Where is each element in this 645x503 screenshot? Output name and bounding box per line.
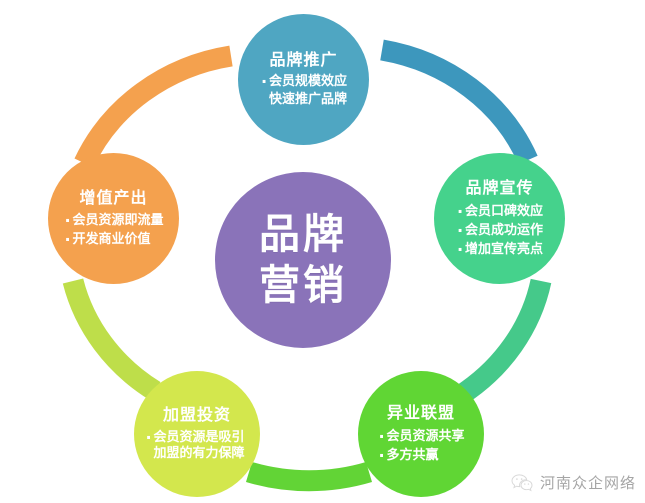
watermark: 河南众企网络 bbox=[511, 472, 636, 493]
center-node-brand-marketing[interactable]: 品牌 营销 bbox=[215, 172, 391, 348]
node-value-added-output-title: 增值产出 bbox=[79, 187, 148, 207]
arc-teal bbox=[455, 278, 552, 404]
node-cross-industry-alliance-title: 异业联盟 bbox=[386, 403, 455, 423]
node-brand-publicity-item-1: 会员成功运作 bbox=[456, 222, 543, 239]
node-cross-industry-alliance-item-0: 会员资源共享 bbox=[377, 428, 464, 445]
node-cross-industry-alliance-items: 会员资源共享 多方共赢 bbox=[377, 428, 464, 464]
node-brand-publicity-item-2: 增加宣传亮点 bbox=[456, 241, 543, 258]
node-brand-promotion-item-1: 快速推广品牌 bbox=[268, 92, 347, 108]
node-value-added-output[interactable]: 增值产出 会员资源即流量 开发商业价值 bbox=[48, 153, 179, 284]
node-cross-industry-alliance-item-1: 多方共赢 bbox=[377, 447, 438, 464]
arc-yellow bbox=[62, 278, 161, 400]
node-brand-publicity-item-0: 会员口碑效应 bbox=[456, 203, 543, 220]
center-label-line-1: 品牌 bbox=[259, 209, 347, 258]
center-label-line-2: 营销 bbox=[259, 260, 347, 309]
node-franchise-investment-title: 加盟投资 bbox=[162, 405, 231, 425]
arc-cyan bbox=[380, 39, 538, 165]
node-brand-promotion-title: 品牌推广 bbox=[269, 49, 338, 69]
watermark-text: 河南众企网络 bbox=[539, 474, 636, 492]
node-value-added-output-items: 会员资源即流量 开发商业价值 bbox=[63, 212, 163, 248]
node-brand-promotion[interactable]: 品牌推广 会员规模效应 快速推广品牌 bbox=[238, 14, 369, 145]
node-brand-publicity[interactable]: 品牌宣传 会员口碑效应 会员成功运作 增加宣传亮点 bbox=[434, 153, 565, 284]
arc-orange bbox=[74, 45, 233, 168]
node-cross-industry-alliance[interactable]: 异业联盟 会员资源共享 多方共赢 bbox=[358, 371, 484, 497]
arc-green bbox=[245, 461, 373, 492]
node-brand-promotion-items: 会员规模效应 快速推广品牌 bbox=[260, 73, 347, 108]
wechat-logo-icon bbox=[511, 474, 533, 492]
node-value-added-output-item-1: 开发商业价值 bbox=[63, 231, 150, 248]
node-franchise-investment-item-0: 会员资源是吸引加盟的有力保障 bbox=[145, 429, 250, 462]
node-brand-publicity-title: 品牌宣传 bbox=[465, 178, 534, 198]
node-brand-promotion-item-0: 会员规模效应 bbox=[260, 73, 347, 90]
node-brand-publicity-items: 会员口碑效应 会员成功运作 增加宣传亮点 bbox=[456, 203, 543, 258]
node-franchise-investment-items: 会员资源是吸引加盟的有力保障 bbox=[145, 429, 250, 462]
node-value-added-output-item-0: 会员资源即流量 bbox=[63, 212, 163, 229]
node-franchise-investment[interactable]: 加盟投资 会员资源是吸引加盟的有力保障 bbox=[134, 371, 260, 497]
